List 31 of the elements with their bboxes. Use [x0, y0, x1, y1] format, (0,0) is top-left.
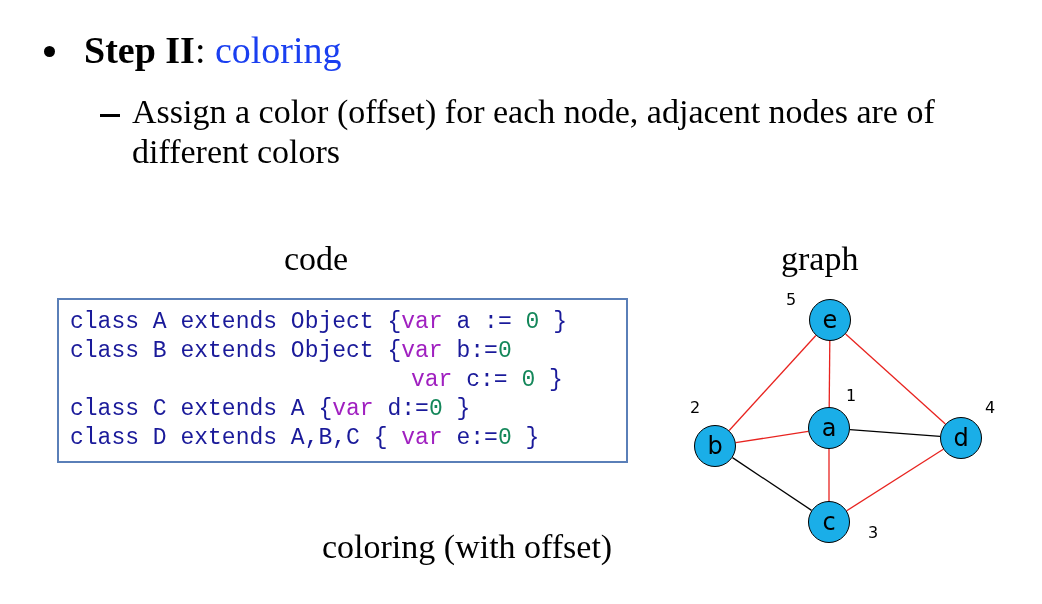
graph-node: d [940, 417, 982, 459]
graph-node: c [808, 501, 850, 543]
section-label: code [284, 240, 349, 278]
node-number: 2 [690, 398, 701, 417]
caption: coloring (with offset) [322, 528, 613, 566]
node-number: 1 [846, 386, 857, 405]
node-number: 3 [868, 523, 879, 542]
graph-edge [844, 333, 947, 425]
graph-edge [849, 428, 941, 438]
graph-node: a [808, 407, 850, 449]
node-number: 4 [985, 398, 996, 417]
node-number: 5 [786, 290, 797, 309]
code-line: class A extends Object {var a := 0 } [70, 308, 568, 337]
graph-edge [828, 448, 830, 502]
graph-edge [728, 334, 817, 432]
code-line: var c:= 0 } [410, 366, 564, 395]
code-line: class C extends A {var d:=0 } [70, 395, 472, 424]
graph-node: e [809, 299, 851, 341]
code-line: class B extends Object {var b:=0 [70, 337, 513, 366]
heading-text: : [194, 29, 207, 71]
graph-node: b [694, 425, 736, 467]
heading-text: Step II [84, 29, 195, 71]
graph-edge [846, 448, 944, 512]
section-label: graph [781, 240, 859, 278]
graph-edge [731, 457, 813, 511]
heading-text: coloring [214, 29, 342, 71]
graph-edge [828, 340, 831, 408]
graph-edge [735, 430, 809, 444]
code-box [57, 298, 628, 463]
code-line: class D extends A,B,C { var e:=0 } [70, 424, 541, 453]
bullet-text: Assign a color (offset) for each node, adjacent nodes are of different colors [132, 92, 936, 172]
